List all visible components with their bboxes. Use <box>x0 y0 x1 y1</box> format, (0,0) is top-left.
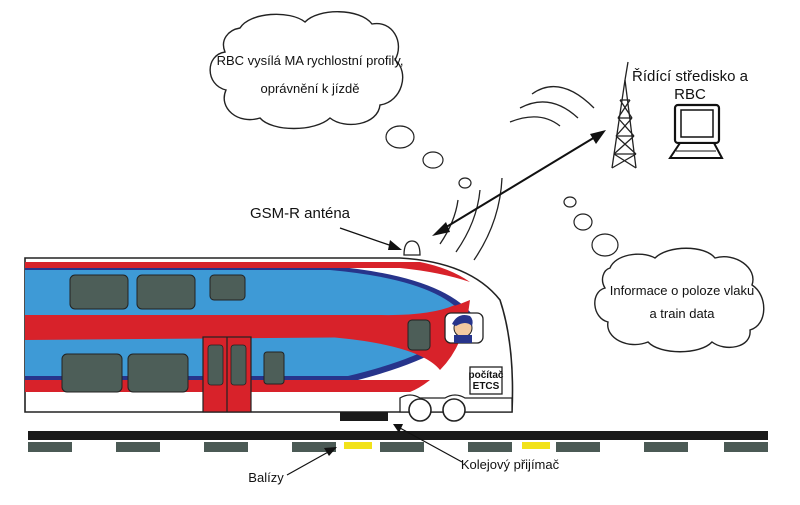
wheel-icon <box>408 398 432 422</box>
etcs-computer-label-1: počítač <box>468 370 503 381</box>
cloud-position-bubbles <box>563 196 619 257</box>
wheel-icon <box>442 398 466 422</box>
link-double-arrow <box>432 130 606 236</box>
cloud-rbc-sends: RBC vysílá MA rychlostní profily, oprávn… <box>209 11 404 130</box>
cloud-rbc-text-2: oprávnění k jízdě <box>260 81 359 96</box>
track <box>28 431 768 452</box>
balise-1 <box>344 442 372 449</box>
driver-icon <box>452 315 473 343</box>
control-center-label-2: RBC <box>674 86 706 103</box>
radio-mast-icon <box>611 61 637 169</box>
balise-2 <box>522 442 550 449</box>
cloud-rbc-text-1: RBC vysílá MA rychlostní profily, <box>217 53 404 68</box>
rbc-computer-icon <box>668 103 724 159</box>
cloud-rbc-bubbles <box>385 125 472 189</box>
gsm-antenna-arrow <box>339 227 402 250</box>
etcs-computer-label-2: ETCS <box>473 381 500 392</box>
cloud-position-text-1: Informace o poloze vlaku <box>610 283 755 298</box>
gsm-antenna-label: GSM-R anténa <box>250 205 351 222</box>
gsm-antenna-icon <box>403 240 421 256</box>
train: počítač ETCS <box>24 240 514 422</box>
etcs-computer-box <box>469 366 503 395</box>
cloud-position-info: Informace o poloze vlaku a train data <box>594 247 765 353</box>
track-receiver-label: Kolejový přijímač <box>461 457 560 472</box>
cloud-position-text-2: a train data <box>649 306 715 321</box>
rail <box>28 431 768 440</box>
radio-waves <box>439 86 595 261</box>
control-center-label-1: Řídící středisko a <box>632 68 749 85</box>
balises-arrow <box>286 447 337 476</box>
track-receiver-arrow <box>393 424 463 463</box>
balises-label: Balízy <box>248 470 284 485</box>
track-receiver-box <box>340 412 388 421</box>
